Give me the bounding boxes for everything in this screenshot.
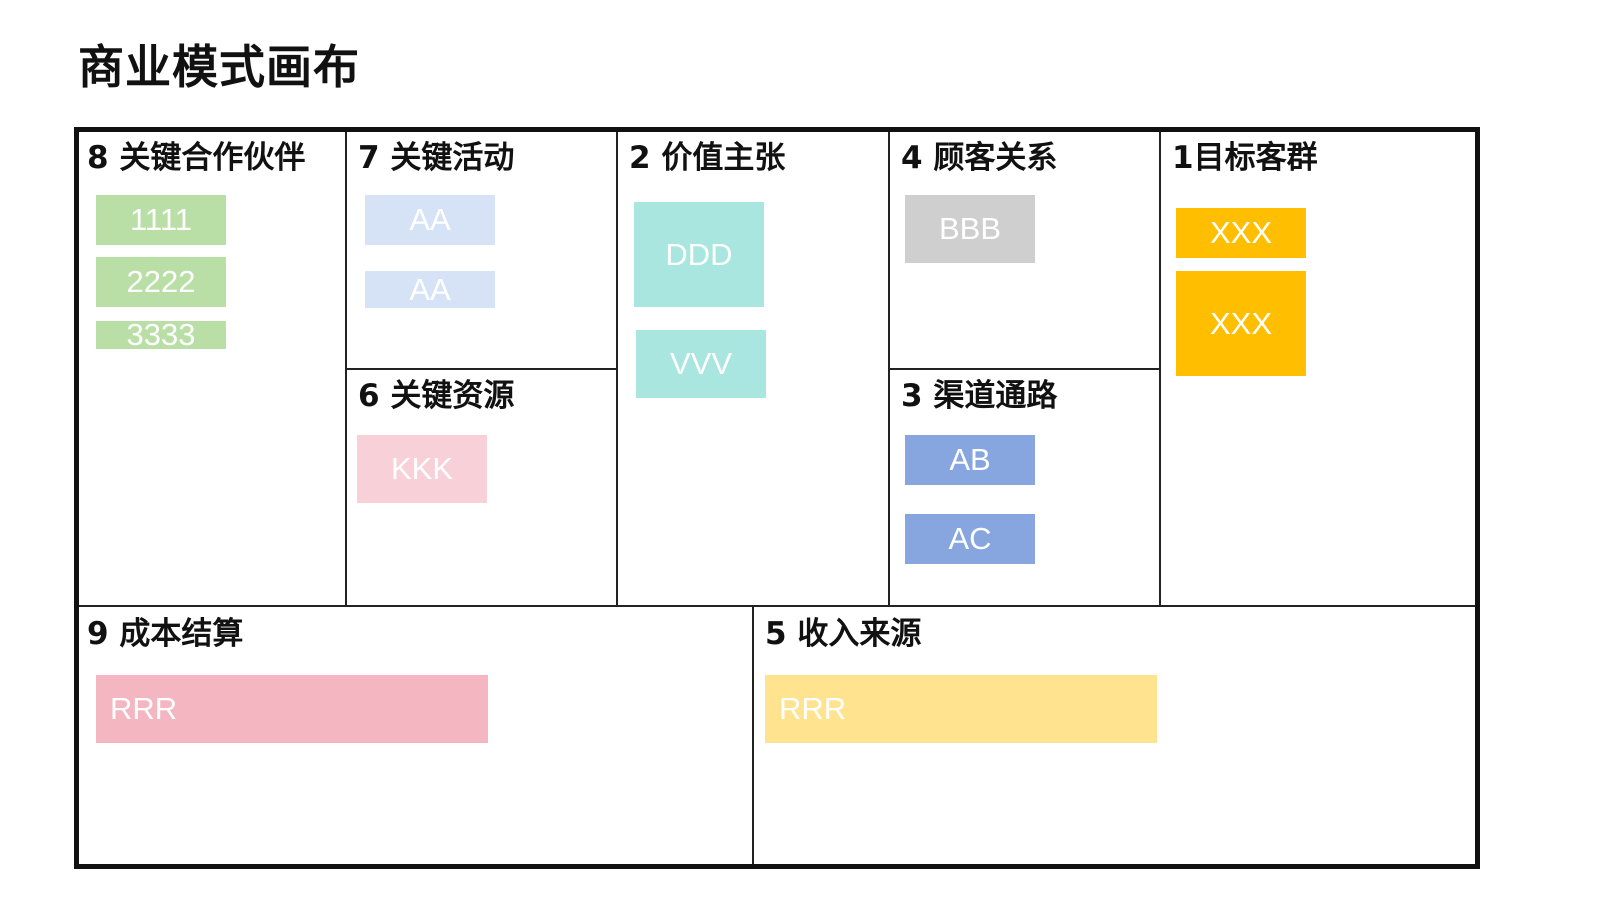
note-value-propositions-2[interactable]: VVV — [636, 330, 766, 398]
section-title-key-activities: 7 关键活动 — [358, 140, 515, 176]
note-key-resources-1[interactable]: KKK — [357, 435, 487, 503]
section-title-cost-structure: 9 成本结算 — [87, 616, 244, 652]
divider-row-relationships — [888, 368, 1161, 370]
section-title-customer-segments: 1目标客群 — [1172, 140, 1318, 176]
section-title-revenue-streams: 5 收入来源 — [765, 616, 922, 652]
note-key-activities-2[interactable]: AA — [365, 271, 495, 308]
business-model-canvas: 8 关键合作伙伴 1111 2222 3333 7 关键活动 AA AA 6 关… — [74, 127, 1480, 869]
note-customer-segments-1[interactable]: XXX — [1176, 208, 1306, 258]
divider-row-activities — [345, 368, 618, 370]
divider-bottom-row — [79, 605, 1475, 607]
note-channels-1[interactable]: AB — [905, 435, 1035, 485]
note-key-partners-3[interactable]: 3333 — [96, 321, 226, 349]
note-revenue-streams-1[interactable]: RRR — [765, 675, 1157, 743]
section-title-customer-relationships: 4 顾客关系 — [901, 140, 1058, 176]
divider-bottom-col — [752, 607, 754, 864]
note-value-propositions-1[interactable]: DDD — [634, 202, 764, 307]
note-key-partners-1[interactable]: 1111 — [96, 195, 226, 245]
section-title-key-resources: 6 关键资源 — [358, 378, 515, 414]
section-title-channels: 3 渠道通路 — [901, 378, 1058, 414]
note-customer-segments-2[interactable]: XXX — [1176, 271, 1306, 376]
note-customer-relationships-1[interactable]: BBB — [905, 195, 1035, 263]
note-channels-2[interactable]: AC — [905, 514, 1035, 564]
note-key-activities-1[interactable]: AA — [365, 195, 495, 245]
note-cost-structure-1[interactable]: RRR — [96, 675, 488, 743]
section-title-key-partners: 8 关键合作伙伴 — [87, 140, 306, 176]
note-key-partners-2[interactable]: 2222 — [96, 257, 226, 307]
section-title-value-propositions: 2 价值主张 — [629, 140, 786, 176]
page-title: 商业模式画布 — [78, 40, 360, 94]
